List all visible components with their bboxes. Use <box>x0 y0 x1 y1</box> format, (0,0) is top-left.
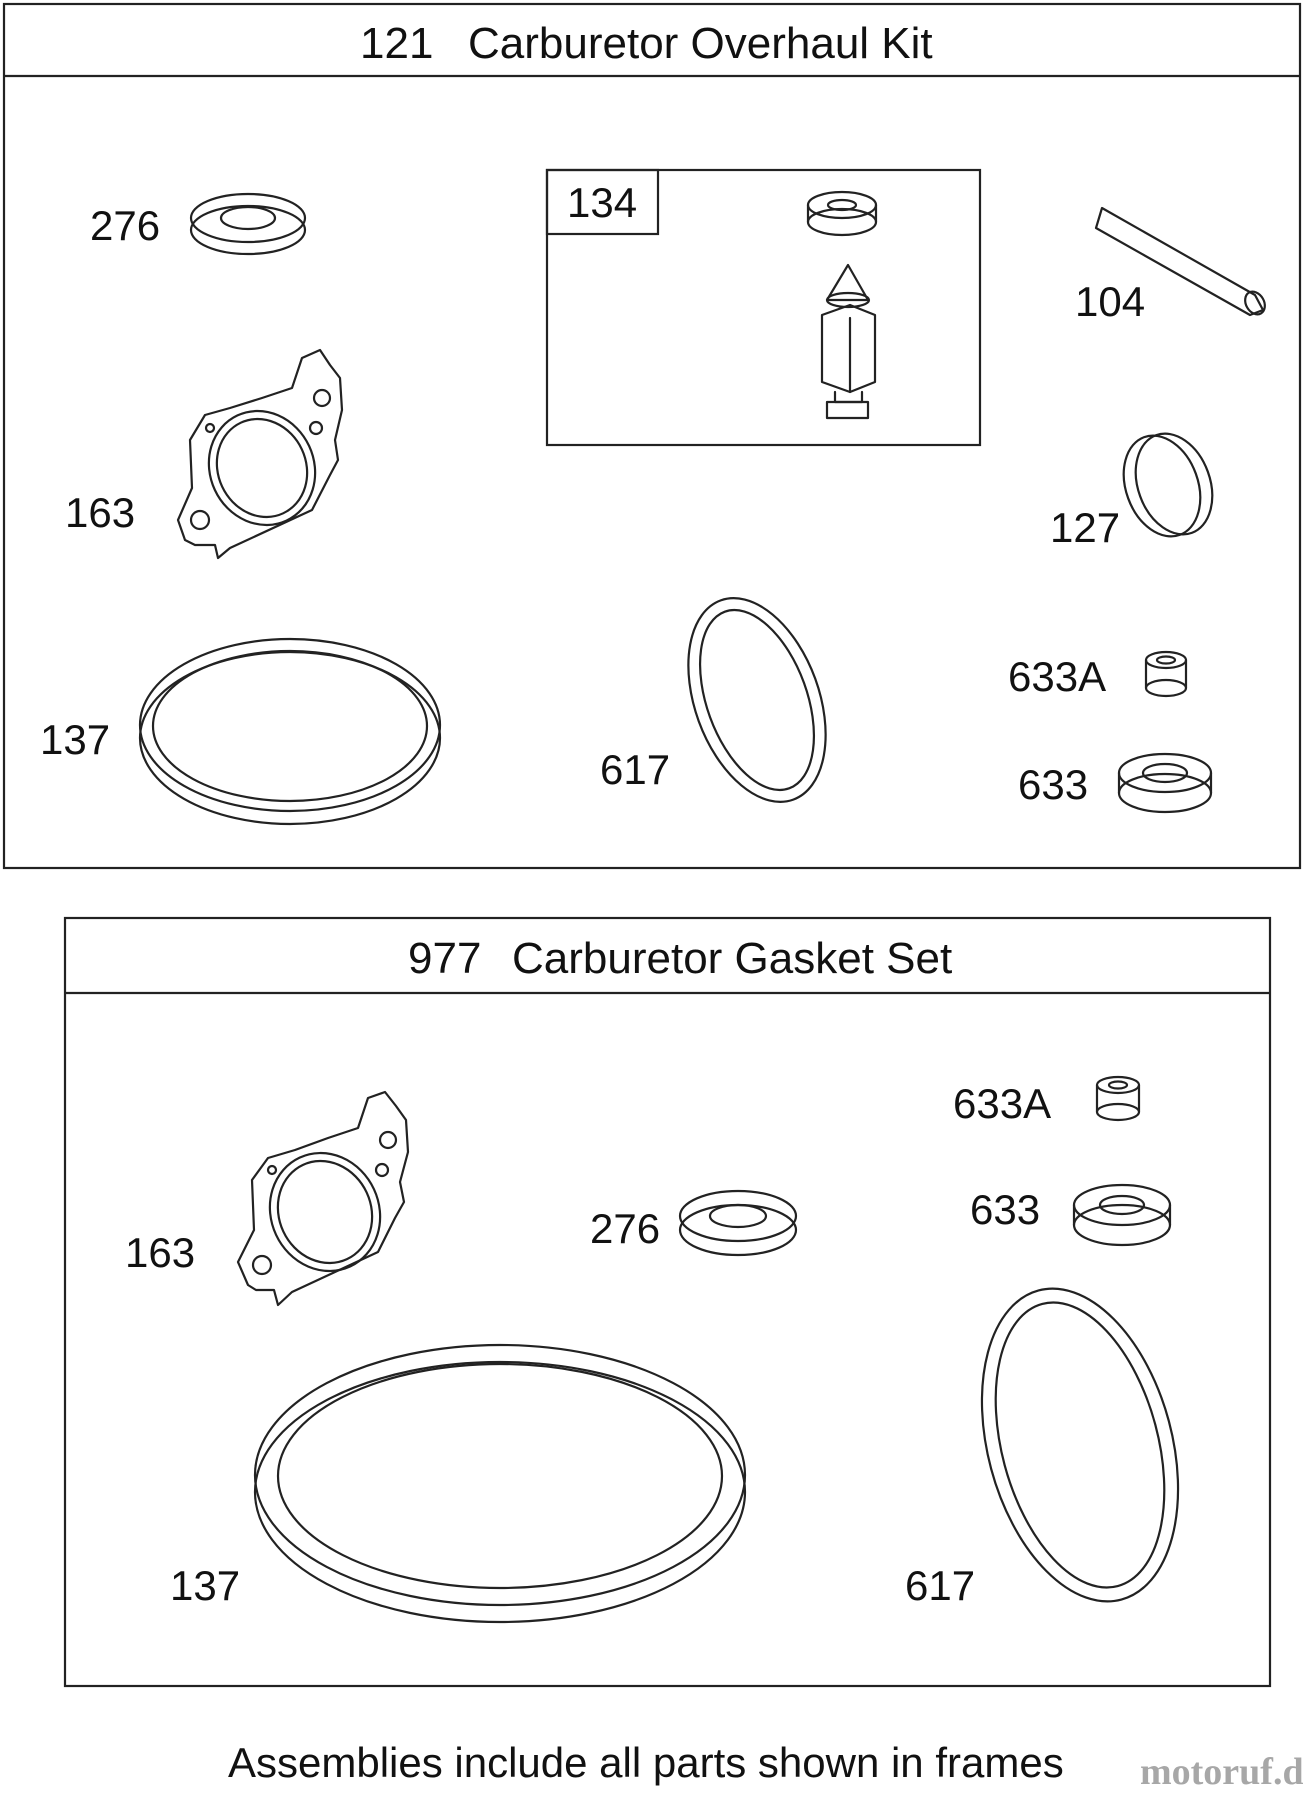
part-633-washer: 633 <box>1018 752 1213 814</box>
part-104-pin: 104 <box>1075 206 1266 325</box>
gasket-part-633-washer: 633 <box>970 1183 1172 1247</box>
overhaul-kit-frame: 121 Carburetor Overhaul Kit <box>2 2 1302 870</box>
gasket-part-163-label: 163 <box>125 1229 195 1276</box>
part-633a-bushing: 633A <box>1008 650 1188 700</box>
part-633a-label: 633A <box>1008 653 1106 700</box>
part-104-label: 104 <box>1075 278 1145 325</box>
part-134-label: 134 <box>567 179 637 226</box>
gasket-set-title: Carburetor Gasket Set <box>512 934 952 983</box>
part-137-oring: 137 <box>40 637 442 826</box>
part-633-label: 633 <box>1018 761 1088 808</box>
part-276-label: 276 <box>90 202 160 249</box>
footer-note: Assemblies include all parts shown in fr… <box>228 1739 1064 1786</box>
part-163-gasket: 163 <box>65 348 344 560</box>
part-617-oring: 617 <box>600 597 827 803</box>
gasket-part-633a-bushing: 633A <box>953 1075 1141 1127</box>
gasket-set-border <box>63 916 1272 1688</box>
overhaul-kit-number: 121 <box>360 19 433 68</box>
part-127-plug: 127 <box>1050 432 1214 551</box>
part-617-label: 617 <box>600 746 670 793</box>
gasket-part-137-oring: 137 <box>170 1343 747 1624</box>
part-134-label-box <box>545 168 660 236</box>
gasket-part-617-oring: 617 <box>905 1287 1180 1609</box>
watermark-logo: motoruf.de <box>1140 1751 1303 1793</box>
overhaul-kit-title: Carburetor Overhaul Kit <box>468 19 933 68</box>
gasket-part-633-label: 633 <box>970 1186 1040 1233</box>
gasket-part-137-label: 137 <box>170 1562 240 1609</box>
part-276-washer: 276 <box>90 192 307 256</box>
part-127-label: 127 <box>1050 504 1120 551</box>
gasket-set-number: 977 <box>408 934 481 983</box>
gasket-part-276-label: 276 <box>590 1205 660 1252</box>
gasket-part-276-washer: 276 <box>590 1189 798 1257</box>
part-134-needle-seat-frame: 134 <box>545 168 982 447</box>
part-137-label: 137 <box>40 716 110 763</box>
part-134-border <box>545 168 982 447</box>
overhaul-kit-border <box>2 2 1302 870</box>
gasket-part-163-gasket: 163 <box>125 1090 410 1307</box>
part-163-label: 163 <box>65 489 135 536</box>
gasket-part-617-label: 617 <box>905 1562 975 1609</box>
gasket-set-frame: 977 Carburetor Gasket Set <box>63 916 1272 1688</box>
gasket-part-633a-label: 633A <box>953 1080 1051 1127</box>
